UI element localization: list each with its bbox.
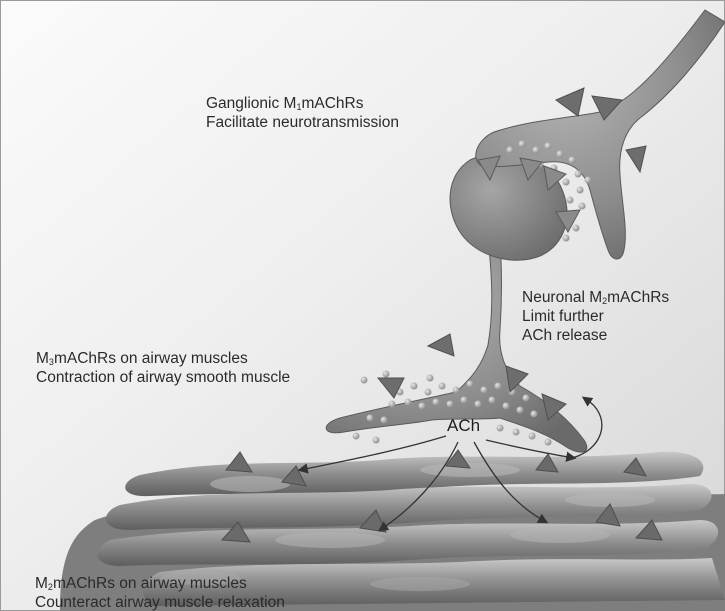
- muscle-m2-label: M2mAChRs on airway muscles Counteract ai…: [35, 574, 285, 611]
- muscle-m3-label: M3mAChRs on airway muscles Contraction o…: [36, 349, 290, 387]
- ach-label: ACh: [447, 416, 480, 436]
- ganglionic-m1-description: Facilitate neurotransmission: [206, 113, 399, 132]
- ganglionic-m1-title: Ganglionic M1mAChRs: [206, 94, 399, 113]
- neuronal-m2-title: Neuronal M2mAChRs: [522, 288, 669, 307]
- neuronal-m2-description-1: Limit further: [522, 307, 669, 326]
- ganglionic-m1-label: Ganglionic M1mAChRs Facilitate neurotran…: [206, 94, 399, 132]
- muscle-m3-title: M3mAChRs on airway muscles: [36, 349, 290, 368]
- muscle-m3-description: Contraction of airway smooth muscle: [36, 368, 290, 387]
- muscle-m2-description: Counteract airway muscle relaxation: [35, 593, 285, 611]
- muscle-m2-title: M2mAChRs on airway muscles: [35, 574, 285, 593]
- neuronal-m2-label: Neuronal M2mAChRs Limit further ACh rele…: [522, 288, 669, 345]
- neuronal-m2-description-2: ACh release: [522, 326, 669, 345]
